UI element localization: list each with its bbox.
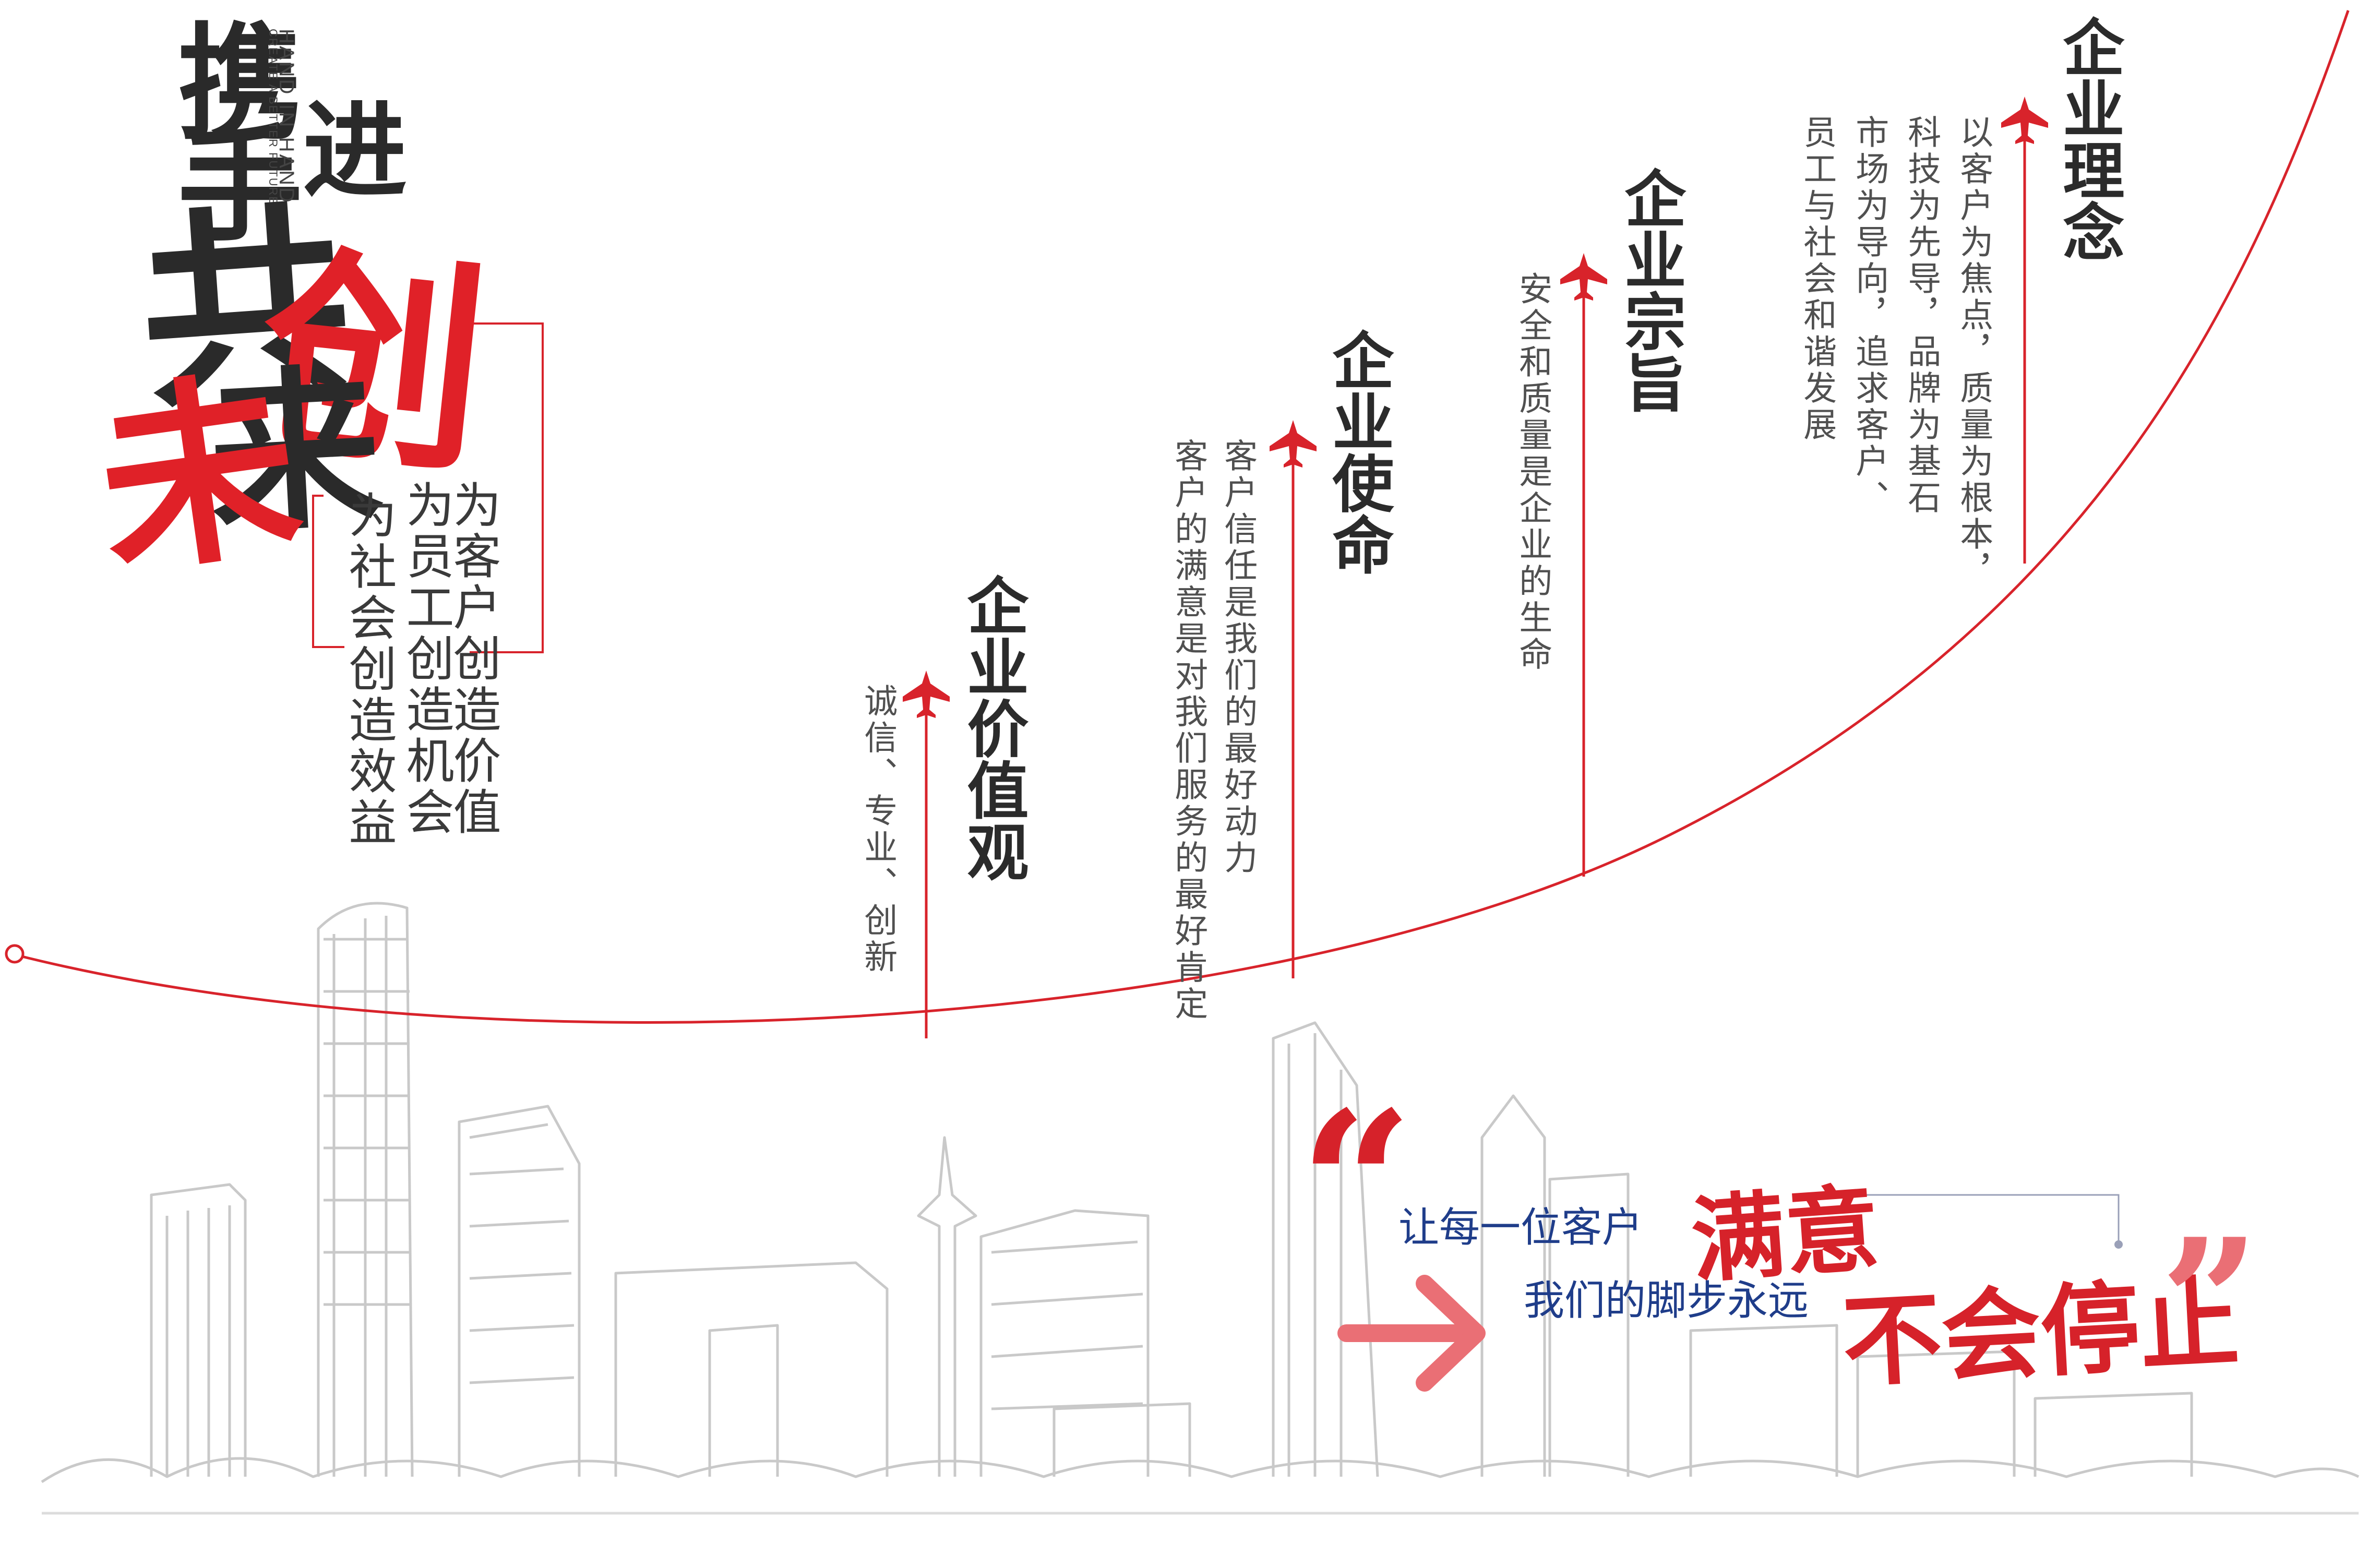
- mission-body-line-1: 客户信任是我们的最好动力: [1218, 438, 1258, 877]
- philosophy-body-line-3: 市场为导向，追求客户、: [1850, 115, 1889, 517]
- growth-curve: [15, 10, 2350, 1024]
- airplane-icon: [2001, 97, 2048, 144]
- values-body-line-1: 诚信、专业、创新: [858, 684, 898, 976]
- slogan-connector: [1811, 1194, 2120, 1242]
- quote-open: “: [1299, 1068, 1414, 1301]
- quote-close: ”: [2160, 1201, 2259, 1403]
- mission-title: 企业使命: [1321, 329, 1394, 575]
- skyline-sketch: [41, 902, 2360, 1515]
- title-char-jin: 进: [303, 90, 408, 212]
- airplane-icon: [1560, 253, 1607, 301]
- hand-in-hand-text: HAND IN HAND: [275, 29, 298, 205]
- slogan-line-2: 我们的脚步永远: [1524, 1277, 1809, 1324]
- philosophy-title: 企业理念: [2052, 16, 2125, 262]
- purpose-title: 企业宗旨: [1613, 167, 1687, 413]
- philosophy-body-line-2: 科技为先导，品牌为基石: [1902, 115, 1941, 517]
- slogan-line-1: 让每一位客户: [1398, 1204, 1643, 1251]
- title-char-shou: 手: [177, 112, 303, 259]
- philosophy-body-line-4: 员工与社会和谐发展: [1798, 115, 1837, 444]
- philosophy-body-line-1: 以客户为焦点，质量为根本，: [1954, 115, 1993, 590]
- title-char-xie: 携: [177, 10, 303, 157]
- airplane-icon: [1270, 420, 1317, 468]
- values-title: 企业价值观: [956, 574, 1029, 882]
- mission-line-2: 为员工创造机会: [398, 480, 454, 838]
- curve-start-dot: [5, 944, 25, 964]
- mission-body-line-2: 客户的满意是对我们服务的最好肯定: [1169, 438, 1208, 1023]
- hand-in-hand-subtext: CREATE A BETTER FUTURE: [267, 29, 280, 206]
- mission-bracket: [312, 322, 544, 653]
- title-char-wei: 未: [83, 345, 313, 604]
- airplane-icon: [903, 671, 950, 718]
- purpose-body-line-1: 安全和质量是企业的生命: [1513, 271, 1552, 673]
- arrow-right-icon: [1337, 1275, 1486, 1392]
- mission-line-1: 为客户创造价值: [445, 480, 501, 838]
- mission-line-3: 为社会创造效益: [341, 490, 397, 848]
